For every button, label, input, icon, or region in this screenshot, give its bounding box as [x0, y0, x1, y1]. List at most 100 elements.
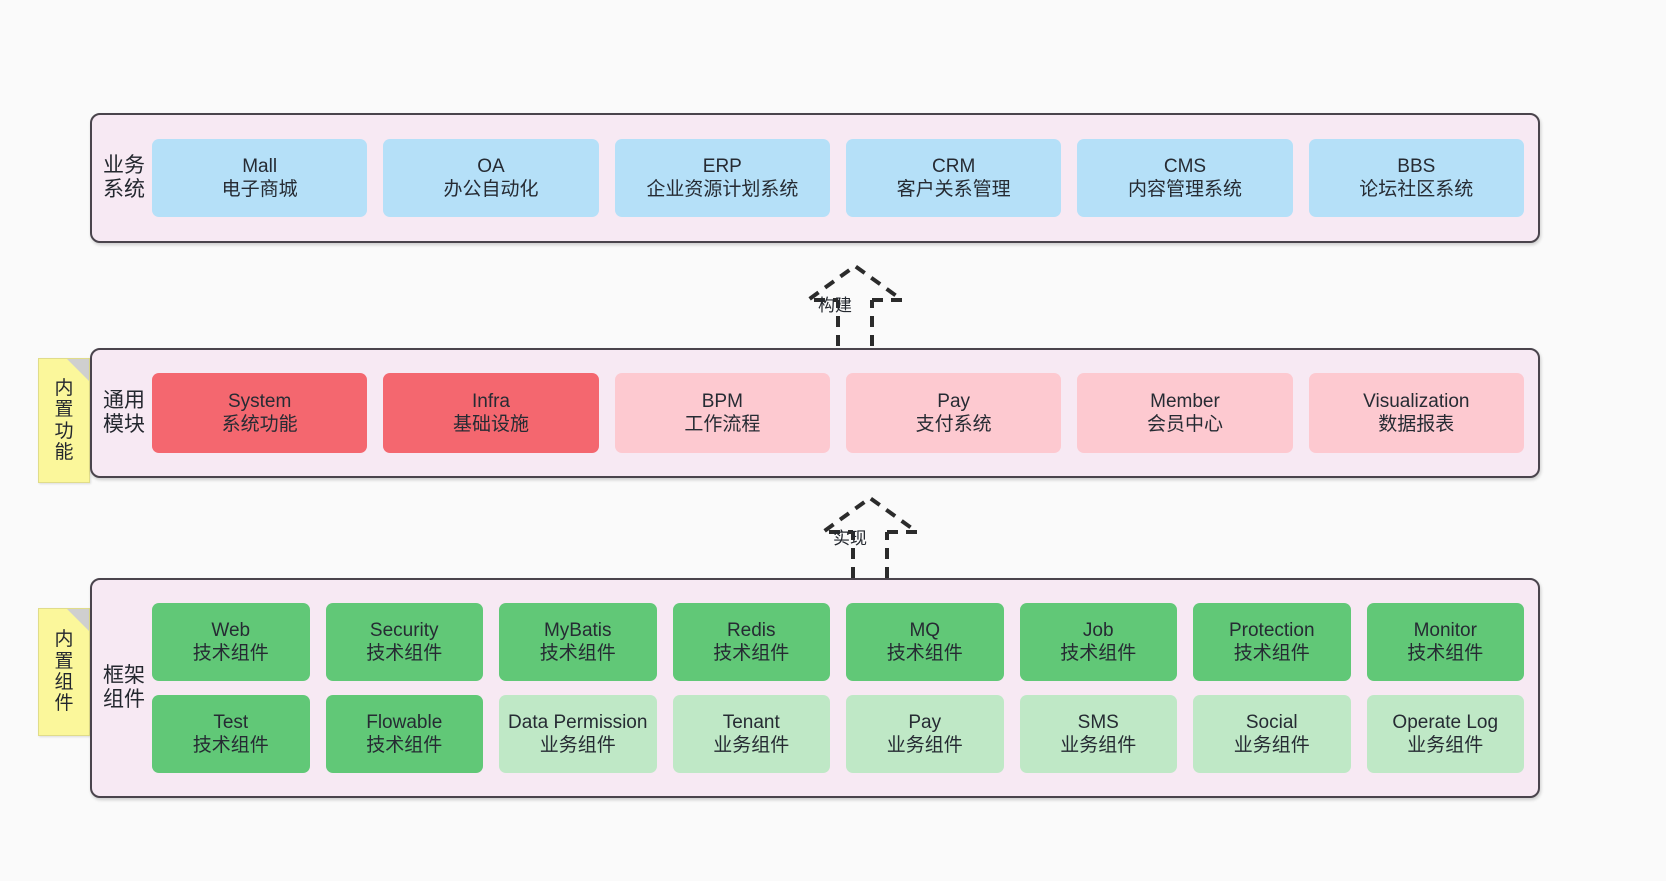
node-label-en: BPM	[701, 390, 743, 412]
node-label-cn: 数据报表	[1378, 414, 1455, 435]
node-test[interactable]: Test 技术组件	[152, 695, 310, 773]
layer-framework-component-body: Web 技术组件 Security 技术组件 MyBatis 技术组件 Redi…	[146, 580, 1538, 796]
node-label-en: OA	[477, 155, 505, 177]
layer-common-module-title: 通用模块	[103, 389, 145, 436]
layer-common-module-body: System 系统功能 Infra 基础设施 BPM 工作流程 Pay 支付系统…	[146, 350, 1538, 476]
node-pay[interactable]: Pay 支付系统	[845, 373, 1062, 453]
node-label-en: MyBatis	[543, 619, 612, 641]
node-label-cn: 技术组件	[366, 643, 443, 664]
node-visualization[interactable]: Visualization 数据报表	[1308, 373, 1524, 453]
node-label-en: Protection	[1228, 619, 1315, 641]
node-label-cn: 业务组件	[539, 735, 616, 756]
node-oa[interactable]: OA 办公自动化	[383, 139, 599, 217]
node-label-en: Security	[369, 619, 439, 641]
layer-framework-component-title: 框架组件	[103, 664, 145, 711]
node-label-cn: 电子商城	[221, 179, 298, 200]
node-label-en: Member	[1150, 390, 1220, 412]
node-label-en: ERP	[702, 155, 742, 177]
node-label-cn: 企业资源计划系统	[646, 179, 799, 200]
arrow-implement-label: 实现	[833, 529, 867, 548]
node-pay-business[interactable]: Pay 业务组件	[846, 695, 1004, 773]
note-label: 内置功能	[54, 377, 74, 463]
node-member[interactable]: Member 会员中心	[1077, 373, 1293, 453]
node-mall[interactable]: Mall 电子商城	[152, 139, 368, 217]
node-monitor[interactable]: Monitor 技术组件	[1366, 603, 1524, 681]
node-erp[interactable]: ERP 企业资源计划系统	[614, 139, 830, 217]
node-label-cn: 技术组件	[713, 643, 790, 664]
node-label-cn: 工作流程	[684, 414, 761, 435]
node-operate-log[interactable]: Operate Log 业务组件	[1366, 695, 1524, 773]
node-label-cn: 支付系统	[915, 414, 992, 435]
node-label-en: Pay	[937, 390, 971, 412]
arrow-build-label: 构建	[818, 296, 852, 315]
node-label-en: CRM	[932, 155, 976, 177]
note-fold-icon	[67, 609, 89, 631]
node-label-cn: 办公自动化	[443, 179, 539, 200]
node-label-en: Redis	[726, 619, 776, 641]
node-redis[interactable]: Redis 技术组件	[672, 603, 830, 681]
layer-common-module[interactable]: 通用模块 System 系统功能 Infra 基础设施 BPM 工作流程 Pay…	[90, 348, 1540, 478]
node-label-cn: 技术组件	[1407, 643, 1484, 664]
note-builtin-features[interactable]: 内置功能	[38, 358, 90, 483]
node-flowable[interactable]: Flowable 技术组件	[325, 695, 483, 773]
node-crm[interactable]: CRM 客户关系管理	[845, 139, 1062, 217]
node-label-en: BBS	[1397, 155, 1436, 177]
node-label-en: Infra	[471, 390, 510, 412]
node-job[interactable]: Job 技术组件	[1019, 603, 1177, 681]
node-label-en: SMS	[1077, 711, 1119, 733]
node-label-cn: 内容管理系统	[1127, 179, 1242, 200]
node-label-cn: 技术组件	[366, 735, 443, 756]
node-infra[interactable]: Infra 基础设施	[383, 373, 599, 453]
layer-business-system[interactable]: 业务系统 Mall 电子商城 OA 办公自动化 ERP 企业资源计划系统 CRM…	[90, 113, 1540, 243]
node-label-cn: 技术组件	[1060, 643, 1137, 664]
node-label-cn: 会员中心	[1146, 414, 1223, 435]
node-label-cn: 技术组件	[1233, 643, 1310, 664]
node-row: Web 技术组件 Security 技术组件 MyBatis 技术组件 Redi…	[152, 603, 1524, 681]
layer-framework-component[interactable]: 框架组件 Web 技术组件 Security 技术组件 MyBatis 技术组件…	[90, 578, 1540, 798]
node-system[interactable]: System 系统功能	[152, 373, 368, 453]
node-label-en: Flowable	[366, 711, 443, 733]
node-label-cn: 业务组件	[1407, 735, 1484, 756]
node-label-cn: 技术组件	[192, 735, 269, 756]
node-protection[interactable]: Protection 技术组件	[1193, 603, 1351, 681]
node-label-en: Pay	[908, 711, 942, 733]
node-label-cn: 论坛社区系统	[1359, 179, 1474, 200]
node-label-cn: 基础设施	[452, 414, 529, 435]
layer-business-system-title: 业务系统	[103, 154, 145, 201]
node-label-cn: 技术组件	[539, 643, 616, 664]
node-social[interactable]: Social 业务组件	[1193, 695, 1351, 773]
node-label-en: Data Permission	[508, 711, 648, 733]
node-label-en: Operate Log	[1392, 711, 1499, 733]
node-cms[interactable]: CMS 内容管理系统	[1077, 139, 1293, 217]
node-label-cn: 业务组件	[886, 735, 963, 756]
node-security[interactable]: Security 技术组件	[325, 603, 483, 681]
node-label-cn: 业务组件	[1060, 735, 1137, 756]
node-row: System 系统功能 Infra 基础设施 BPM 工作流程 Pay 支付系统…	[152, 373, 1524, 453]
node-mq[interactable]: MQ 技术组件	[846, 603, 1004, 681]
node-tenant[interactable]: Tenant 业务组件	[672, 695, 830, 773]
node-label-cn: 技术组件	[192, 643, 269, 664]
node-label-en: MQ	[909, 619, 941, 641]
node-label-en: CMS	[1163, 155, 1207, 177]
node-label-en: Social	[1245, 711, 1298, 733]
node-mybatis[interactable]: MyBatis 技术组件	[499, 603, 657, 681]
node-label-cn: 技术组件	[886, 643, 963, 664]
node-label-en: Web	[211, 619, 251, 641]
node-data-permission[interactable]: Data Permission 业务组件	[499, 695, 657, 773]
node-sms[interactable]: SMS 业务组件	[1019, 695, 1177, 773]
node-label-en: Tenant	[722, 711, 780, 733]
node-label-en: Monitor	[1413, 619, 1477, 641]
node-label-en: Job	[1082, 619, 1114, 641]
node-row: Test 技术组件 Flowable 技术组件 Data Permission …	[152, 695, 1524, 773]
node-label-en: Visualization	[1363, 390, 1470, 412]
note-fold-icon	[67, 359, 89, 381]
node-label-cn: 系统功能	[221, 414, 298, 435]
node-bbs[interactable]: BBS 论坛社区系统	[1308, 139, 1524, 217]
note-builtin-components[interactable]: 内置组件	[38, 608, 90, 736]
node-label-cn: 客户关系管理	[896, 179, 1011, 200]
node-label-en: Mall	[242, 155, 278, 177]
node-label-cn: 业务组件	[713, 735, 790, 756]
node-bpm[interactable]: BPM 工作流程	[614, 373, 830, 453]
node-web[interactable]: Web 技术组件	[152, 603, 310, 681]
